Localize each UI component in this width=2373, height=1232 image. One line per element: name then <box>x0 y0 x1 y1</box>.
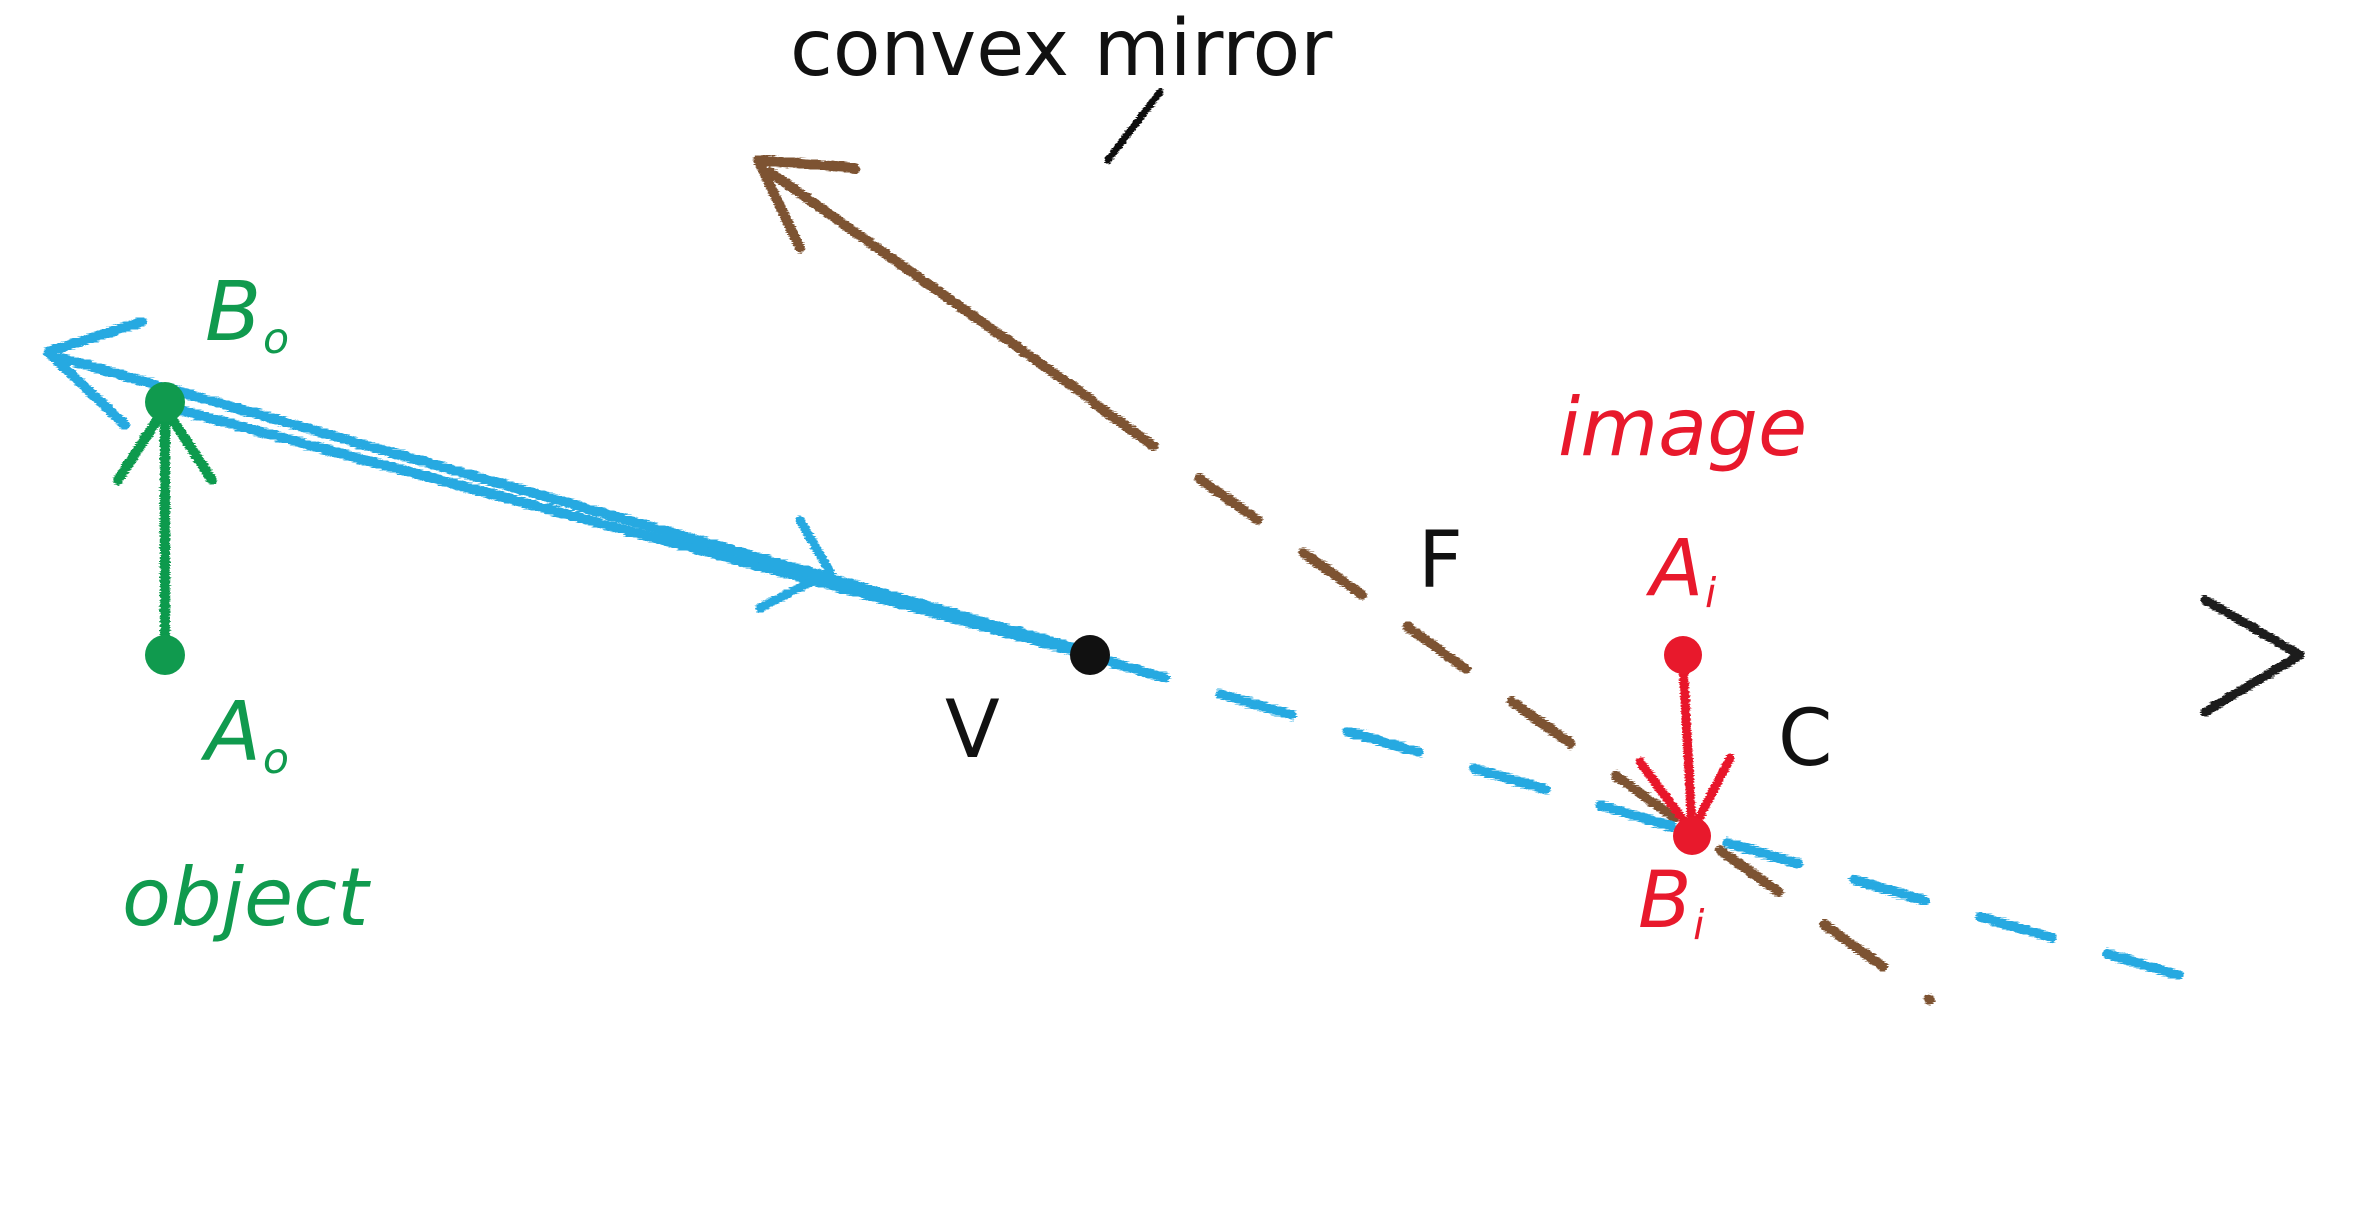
blue-virtual-ray-dashed <box>1089 652 2235 995</box>
image-bottom-point-Bi <box>1673 817 1711 855</box>
object-base-point-A0 <box>145 635 185 675</box>
title-convex-mirror: convex mirror <box>790 4 1333 94</box>
brown-virtual-ray-dashed <box>1090 399 1935 1005</box>
label-image-name: image <box>1558 381 1808 474</box>
label-object-base-A0: Ao <box>205 685 289 784</box>
label-image-bottom-Bi: Bi <box>1638 856 1705 950</box>
label-object-name: object <box>122 851 369 944</box>
image-top-point-Ai <box>1664 636 1702 674</box>
label-image-top-Ai: Ai <box>1650 524 1717 618</box>
brown-reflected-arrowhead <box>753 155 860 253</box>
brown-reflected-ray <box>765 167 1097 405</box>
blue-reflected-ray <box>57 353 1093 657</box>
object-arrow <box>113 403 217 655</box>
blue-reflected-arrowhead <box>43 317 147 430</box>
label-vertex-V: V <box>945 683 1000 776</box>
label-focus-F: F <box>1418 516 1463 606</box>
vertex-point-V <box>1070 635 1110 675</box>
label-center-C: C <box>1778 694 1833 784</box>
label-object-top-B0: Bo <box>205 265 290 364</box>
convex-mirror-leader-line <box>1104 88 1164 164</box>
object-top-point-B0 <box>145 382 185 422</box>
blue-incident-arrowhead <box>755 515 835 613</box>
principal-axis-arrowhead <box>2200 595 2305 717</box>
